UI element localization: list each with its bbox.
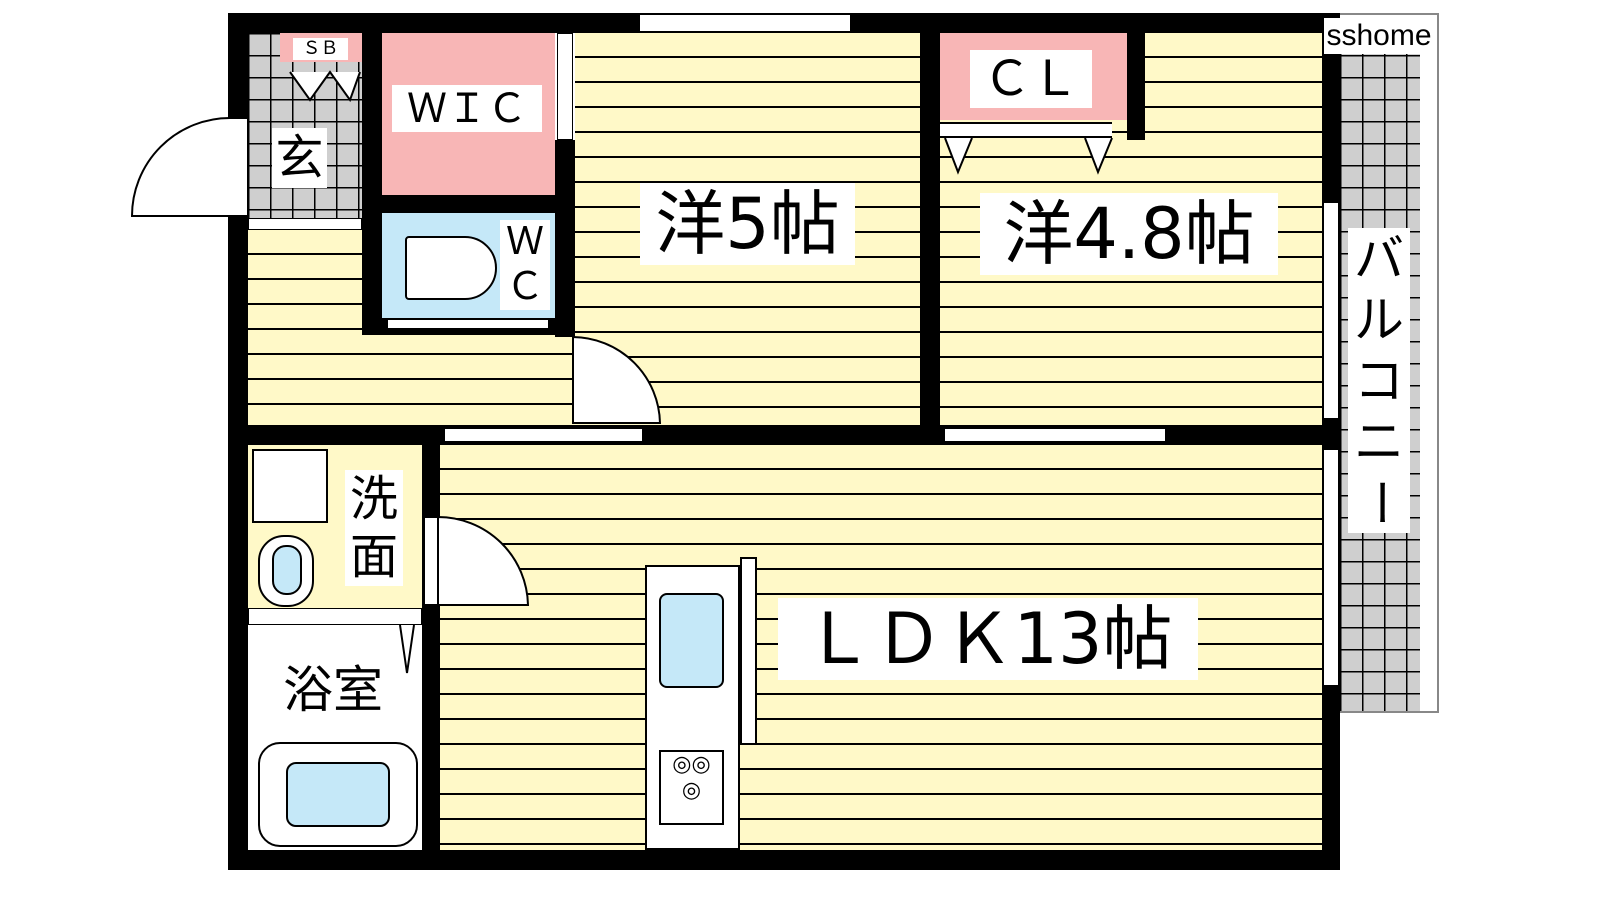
room-label-wic: ＷＩＣ	[392, 85, 542, 132]
washbasin-bowl	[272, 545, 302, 595]
room-door-arc	[572, 335, 662, 424]
sliding-door-1	[445, 427, 642, 443]
bath-door	[248, 608, 422, 625]
watermark: sshome	[1324, 18, 1434, 54]
room-label-ldk: ＬＤＫ13帖	[778, 598, 1198, 680]
stove-icon: ◎◎◎	[659, 750, 724, 825]
window-balcony-1	[1322, 203, 1340, 418]
wall-closet	[1127, 33, 1145, 140]
balcony-char: コ	[1354, 351, 1404, 410]
room-label-wc-w: Ｗ	[500, 220, 550, 262]
wall-wic-wc	[382, 195, 555, 213]
room-label-closet: ＣＬ	[970, 50, 1092, 108]
kitchen-sink	[659, 593, 724, 688]
balcony-char: ル	[1354, 290, 1404, 349]
room-label-wash-1: 洗	[345, 470, 403, 528]
room-label-western5: 洋5帖	[640, 183, 855, 265]
wic-door	[557, 33, 573, 140]
balcony-char: ニ	[1354, 412, 1404, 471]
entrance-step	[248, 218, 362, 230]
folding-door-marks	[289, 70, 1113, 674]
balcony-border	[1340, 13, 1439, 713]
wc-door	[388, 318, 548, 330]
wall-bottom	[228, 850, 1340, 870]
balcony-char: バ	[1354, 229, 1404, 288]
closet-door	[940, 122, 1112, 138]
room-label-wc-c: Ｃ	[500, 262, 550, 310]
window-balcony-2	[1322, 450, 1340, 685]
entrance-door-arc	[130, 117, 231, 217]
room-label-western48: 洋4.8帖	[980, 193, 1278, 275]
wall-wic-left	[362, 33, 382, 335]
wall-wic-right	[555, 140, 575, 337]
room-label-wash-2: 面	[345, 528, 403, 586]
bathtub-water	[286, 762, 390, 827]
wash-door-arc	[437, 515, 530, 606]
window-top	[640, 13, 850, 33]
toilet-icon	[405, 236, 497, 300]
room-label-bathroom: 浴室	[273, 660, 393, 720]
room-label-entrance: 玄	[272, 128, 327, 188]
room-label-shoebox: ＳＢ	[293, 38, 348, 60]
room-label-balcony: バ ル コ ニ ー	[1348, 228, 1410, 533]
wall-room-divider	[920, 13, 940, 445]
washing-machine	[252, 449, 328, 523]
kitchen-partition	[740, 557, 757, 745]
balcony-char: ー	[1350, 477, 1408, 528]
sliding-door-2	[945, 427, 1165, 443]
